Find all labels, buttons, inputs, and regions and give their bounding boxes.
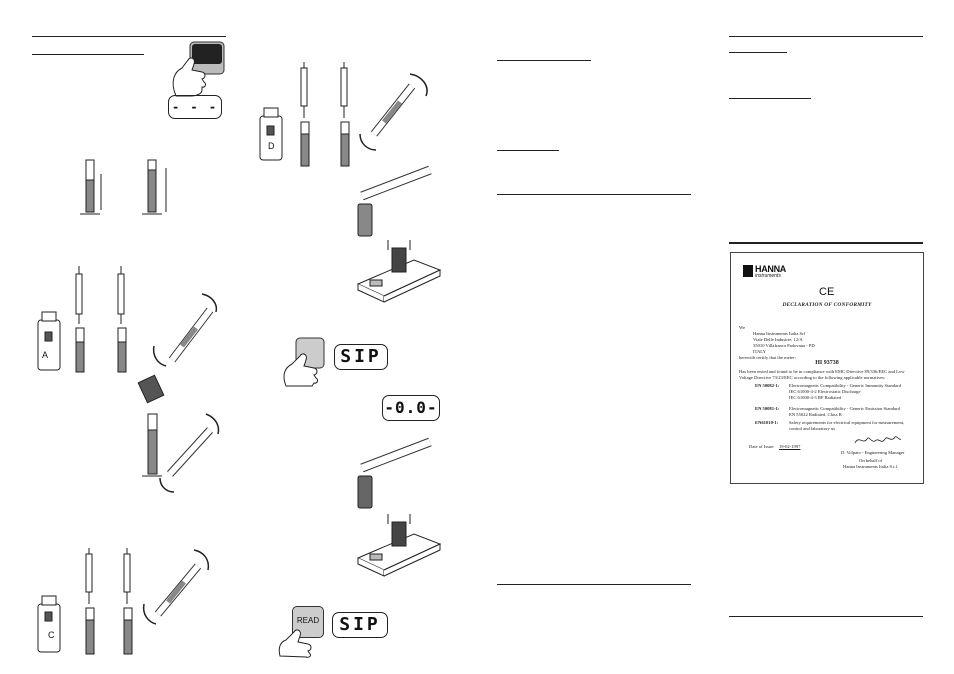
standard-3-line-1: Safety requirements for electrical equip…	[789, 420, 905, 425]
lcd-sip-2-text: SIP	[339, 614, 381, 635]
certificate-title: DECLARATION OF CONFORMITY	[782, 302, 872, 308]
finger-key-press-illustration	[283, 337, 325, 387]
certificate-we-label: We	[739, 325, 746, 330]
lcd-display-zero: -0.0-	[382, 395, 440, 421]
standard-1-line-1: Electromagnetic Compatibility - Generic …	[789, 383, 901, 388]
heading-underline-4	[729, 98, 811, 99]
lcd-zero-text: -0.0-	[384, 398, 438, 417]
address-line-2: Viale Delle Industrie, 12/A	[753, 337, 803, 342]
reagent-c-illustration	[37, 548, 133, 655]
lcd-display-sip-2: SIP	[332, 612, 388, 638]
certificate-model: HI 93738	[815, 360, 839, 366]
graduated-cylinders-illustration	[80, 159, 167, 215]
ce-mark: CE	[819, 286, 835, 298]
lcd-dashes-text: - - -	[171, 100, 219, 114]
insert-cuvette-meter-illustration-1	[356, 240, 442, 303]
reagent-a-illustration	[37, 266, 127, 373]
bottle-c-label: C	[48, 630, 55, 640]
lcd-display-dashes: - - -	[168, 95, 222, 119]
heading-underline-2	[497, 150, 559, 151]
hanna-logo-icon	[743, 265, 753, 277]
section-rule-1	[497, 194, 691, 195]
signature-icon	[854, 436, 902, 444]
heading-underline-col1	[32, 54, 144, 55]
company-name: Hanna Instruments Italia S.r.l.	[843, 464, 899, 469]
shake-cylinder-illustration-3	[359, 73, 428, 151]
address-line-1: Hanna Instruments Italia Srl	[753, 331, 805, 336]
standard-1-line-3: IEC 61000-4-3 RF Radiated	[789, 395, 841, 400]
bottle-d-label: D	[268, 141, 275, 151]
insert-cuvette-meter-illustration-2	[356, 514, 442, 577]
address-line-4: ITALY	[753, 349, 766, 354]
pour-into-cuvette-illustration-1	[357, 165, 432, 237]
hanna-logo-subtext: instruments	[755, 273, 781, 279]
read-button-label: READ	[296, 616, 320, 625]
top-rule-col4	[729, 36, 923, 37]
reagent-d-illustration	[259, 62, 350, 167]
standard-2-line-2: EN 55022 Radiated, Class B	[789, 412, 842, 417]
lcd-display-sip-1: SIP	[334, 344, 388, 370]
finger-read-press-icon	[278, 629, 312, 658]
bottom-rule-col4	[729, 616, 923, 617]
bottle-a-label: A	[42, 350, 49, 360]
declaration-of-conformity-certificate: HANNA instruments CE DECLARATION OF CONF…	[730, 252, 924, 484]
keypad-press-illustration	[172, 41, 225, 97]
address-line-3: 35010 Villafranca Padovana - PD	[753, 343, 815, 348]
behalf-label: On behalf of	[859, 458, 883, 463]
standard-1-line-2: IEC 61000-4-2 Electrostatic Discharge	[789, 389, 861, 394]
heading-underline-3	[729, 52, 787, 53]
hanna-logo-text: HANNA	[755, 264, 786, 274]
certificate-header-rule	[729, 242, 923, 244]
standard-code-3: EN61010-1:	[755, 420, 779, 425]
heading-underline-1	[497, 60, 591, 61]
shake-cylinder-illustration-2	[142, 549, 210, 625]
pour-illustration	[137, 374, 220, 493]
signer-name: D. Volpato - Engineering Manager	[841, 450, 905, 455]
tested-line-2: Voltage Directive 73/23/EEC according to…	[739, 375, 886, 380]
standard-code-2: EN 50081-1:	[755, 406, 780, 411]
top-rule-col1	[32, 36, 226, 37]
date-of-issue: 19-02-1997	[779, 444, 801, 449]
certify-line: herewith certify that the meter:	[739, 355, 796, 360]
standard-3-line-2: control and laboratory us	[789, 426, 836, 431]
tested-line-1: Has been tested and found to be in compl…	[739, 369, 905, 374]
standard-2-line-1: Electromagnetic Compatibility - Generic …	[789, 406, 900, 411]
lcd-sip-1-text: SIP	[340, 346, 382, 367]
standard-code-1: EN 50082-1:	[755, 383, 780, 388]
pour-into-cuvette-illustration-2	[357, 437, 432, 509]
shake-cylinder-illustration-1	[152, 293, 218, 367]
date-of-issue-label: Date of Issue:	[749, 444, 775, 449]
section-rule-2	[497, 584, 691, 585]
